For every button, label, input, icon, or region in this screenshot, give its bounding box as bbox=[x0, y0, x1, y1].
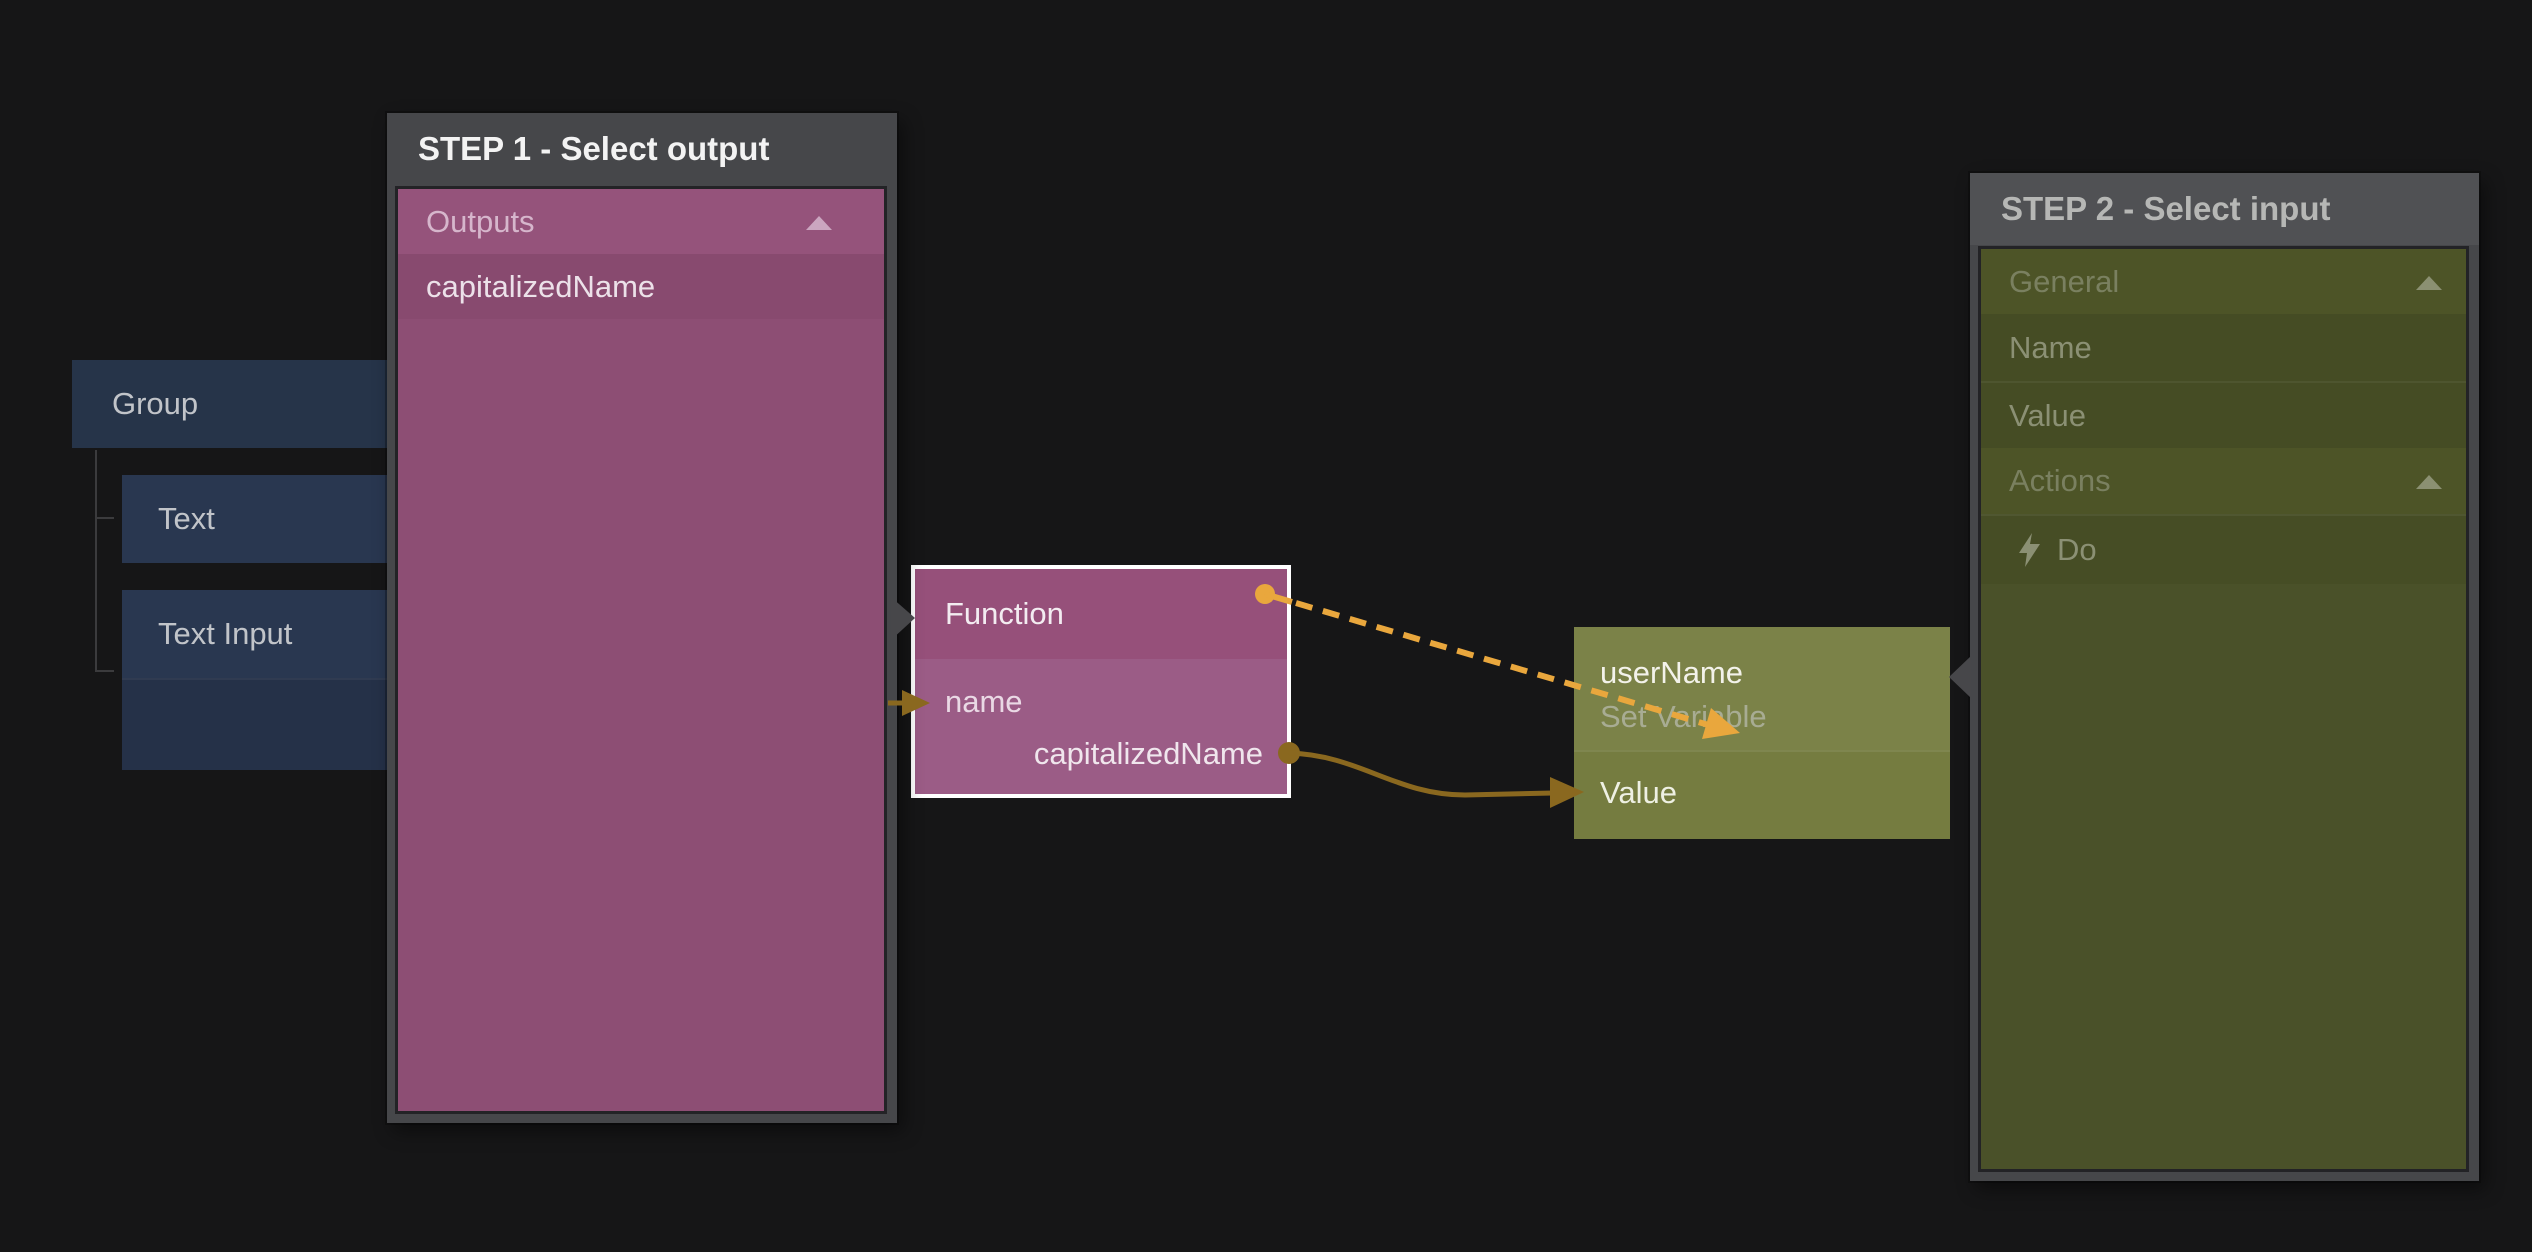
chevron-up-icon[interactable] bbox=[806, 215, 832, 230]
function-output-capitalizedname[interactable]: capitalizedName bbox=[1033, 736, 1263, 771]
action-item-do-label: Do bbox=[2057, 532, 2097, 567]
general-section-header[interactable]: General bbox=[1981, 249, 2466, 314]
input-item-name[interactable]: Name bbox=[1981, 314, 2466, 381]
outputs-section-label: Outputs bbox=[426, 203, 535, 239]
group-node-label: Group bbox=[112, 386, 199, 421]
action-item-do[interactable]: Do bbox=[1981, 514, 2466, 584]
step2-panel-title[interactable]: STEP 2 - Select input bbox=[1970, 173, 2479, 245]
step2-panel-filler bbox=[1981, 584, 2466, 1169]
panel-pointer-left-icon bbox=[1949, 656, 1971, 698]
function-input-name[interactable]: name bbox=[945, 684, 1023, 719]
output-item-label: capitalizedName bbox=[426, 268, 656, 304]
set-variable-node[interactable]: userName Set Variable Value bbox=[1574, 627, 1950, 839]
step2-panel: STEP 2 - Select input General Name Value… bbox=[1970, 173, 2479, 1181]
function-node-body: name capitalizedName bbox=[915, 659, 1287, 794]
connection-capitalizedname-to-value[interactable] bbox=[1288, 750, 1554, 798]
function-node-title: Function bbox=[945, 596, 1064, 631]
output-item-capitalizedname[interactable]: capitalizedName bbox=[398, 254, 884, 319]
general-section-label: General bbox=[2009, 263, 2120, 299]
step2-panel-inner: General Name Value Actions Do bbox=[1978, 246, 2469, 1172]
step1-panel-filler bbox=[398, 319, 884, 1111]
text-input-node-label: Text Input bbox=[158, 616, 293, 651]
input-item-value-label: Value bbox=[2009, 397, 2086, 433]
step1-panel-inner: Outputs capitalizedName bbox=[395, 186, 887, 1114]
input-item-value[interactable]: Value bbox=[1981, 381, 2466, 448]
step1-panel-title[interactable]: STEP 1 - Select output bbox=[418, 130, 770, 167]
set-variable-node-header[interactable]: userName Set Variable bbox=[1574, 627, 1950, 750]
text-input-node[interactable]: Text Input bbox=[122, 590, 388, 770]
input-item-name-label: Name bbox=[2009, 329, 2092, 365]
step1-panel: STEP 1 - Select output Outputs capitaliz… bbox=[387, 113, 897, 1123]
chevron-up-icon[interactable] bbox=[2416, 275, 2442, 290]
set-variable-input-value[interactable]: Value bbox=[1600, 775, 1677, 810]
set-variable-node-body: Value bbox=[1574, 750, 1950, 841]
outputs-section-header[interactable]: Outputs bbox=[398, 189, 884, 254]
text-node[interactable]: Text bbox=[122, 475, 388, 563]
lightning-bolt-icon bbox=[2019, 533, 2041, 567]
actions-section-header[interactable]: Actions bbox=[1981, 448, 2466, 514]
text-input-node-body bbox=[122, 678, 388, 770]
text-input-node-header[interactable]: Text Input bbox=[122, 590, 388, 678]
set-variable-node-subtitle: Set Variable bbox=[1600, 699, 1767, 734]
chevron-up-icon[interactable] bbox=[2416, 475, 2442, 489]
set-variable-node-title: userName bbox=[1600, 655, 1743, 690]
function-node-header[interactable]: Function bbox=[915, 569, 1287, 659]
text-node-label: Text bbox=[158, 501, 215, 536]
actions-section-label: Actions bbox=[2009, 463, 2111, 498]
function-node[interactable]: Function name capitalizedName bbox=[911, 565, 1291, 798]
group-node[interactable]: Group bbox=[72, 360, 388, 448]
